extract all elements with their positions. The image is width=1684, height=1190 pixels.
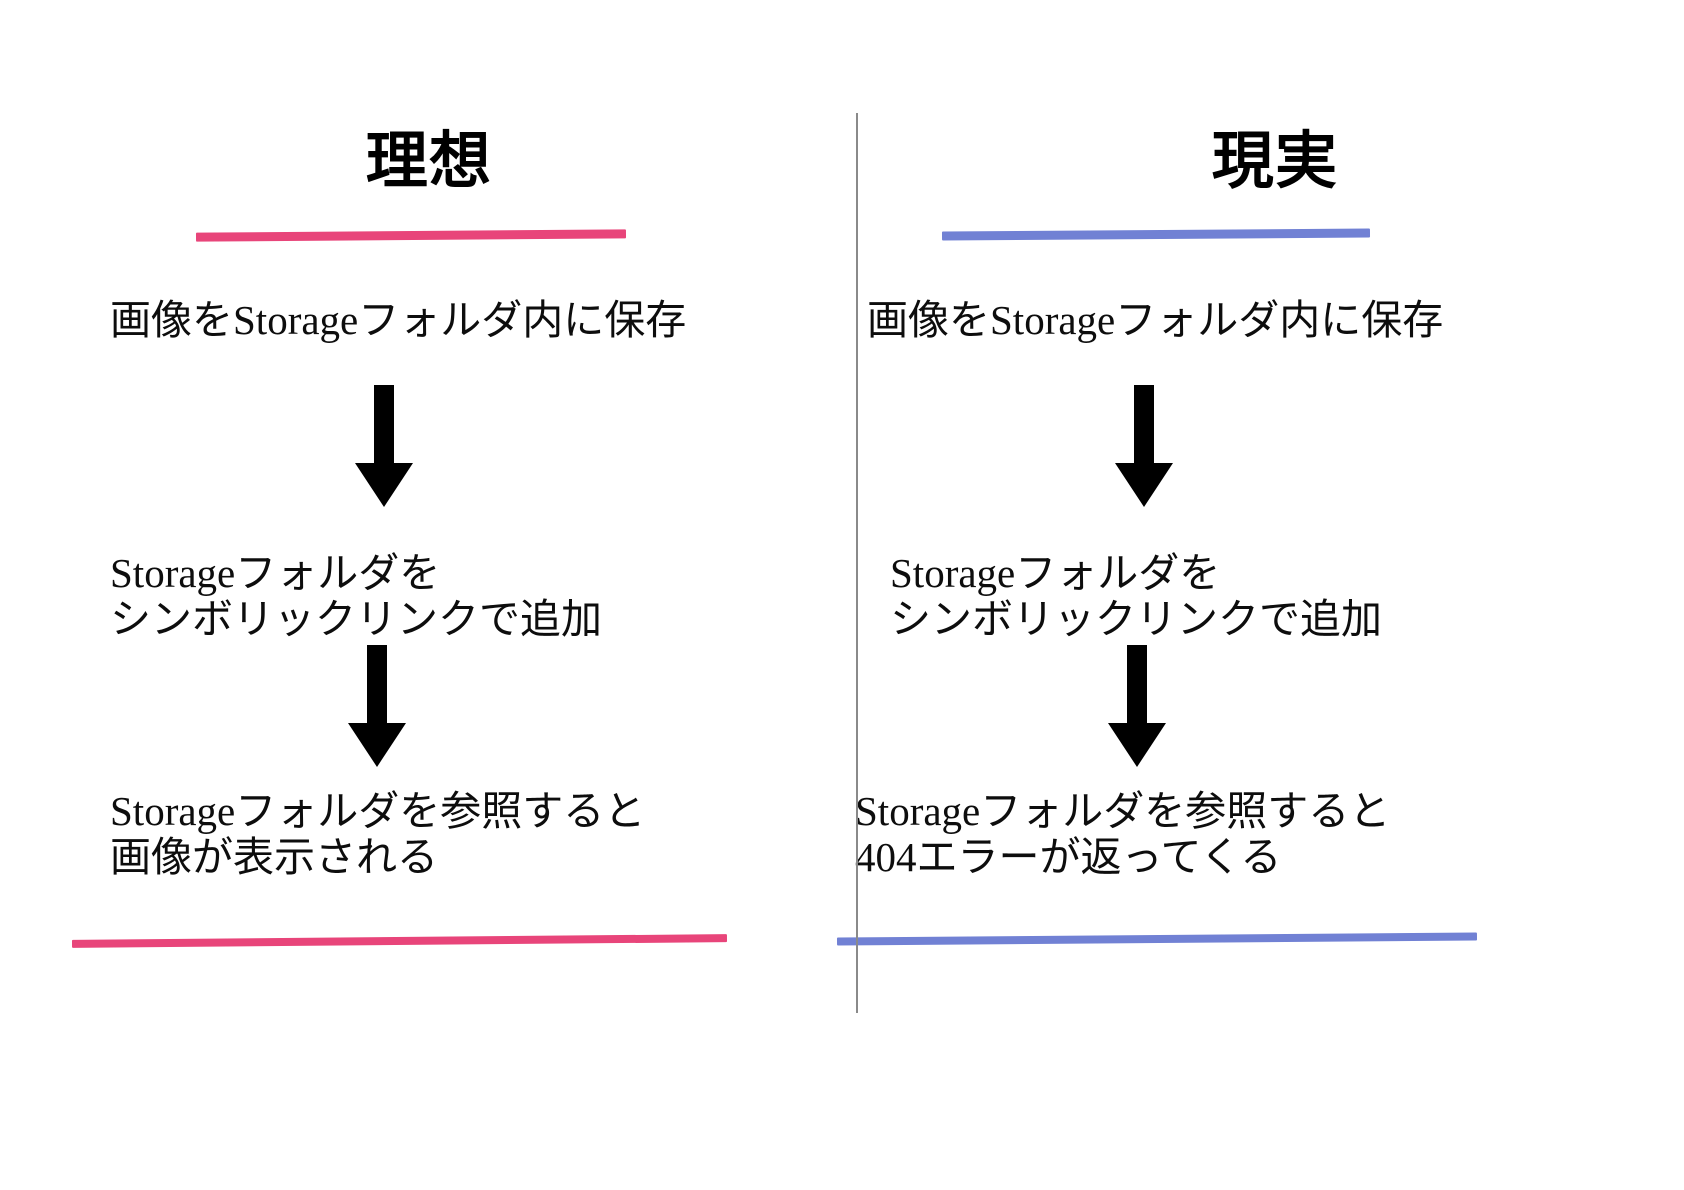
down-arrow-icon <box>348 645 406 767</box>
column-reality-title: 現実 <box>1211 124 1339 197</box>
down-arrow-icon <box>1115 385 1173 507</box>
column-reality-step-2-text: Storageフォルダを シンボリックリンクで追加 <box>890 550 1382 643</box>
column-reality-step-1-text: 画像をStorageフォルダ内に保存 <box>867 297 1444 343</box>
column-ideal-step-1-text: 画像をStorageフォルダ内に保存 <box>110 297 687 343</box>
column-ideal: 理想 画像をStorageフォルダ内に保存 Storageフォルダを シンボリッ… <box>71 128 728 948</box>
column-reality-accent-rule-top <box>941 228 1371 241</box>
column-reality-accent-rule-bottom <box>836 932 1478 946</box>
down-arrow-icon <box>1108 645 1166 767</box>
down-arrow-icon <box>355 385 413 507</box>
column-ideal-title: 理想 <box>365 124 493 197</box>
column-ideal-accent-rule-top <box>195 229 627 242</box>
column-reality-step-3-text: Storageフォルダを参照すると 404エラーが返ってくる <box>855 788 1391 881</box>
column-ideal-accent-rule-bottom <box>71 934 728 948</box>
column-reality: 現実 画像をStorageフォルダ内に保存 Storageフォルダを シンボリッ… <box>836 0 1684 1190</box>
column-divider <box>856 113 858 1013</box>
column-ideal-step-2-text: Storageフォルダを シンボリックリンクで追加 <box>110 550 602 643</box>
column-ideal-step-3-text: Storageフォルダを参照すると 画像が表示される <box>110 788 646 881</box>
